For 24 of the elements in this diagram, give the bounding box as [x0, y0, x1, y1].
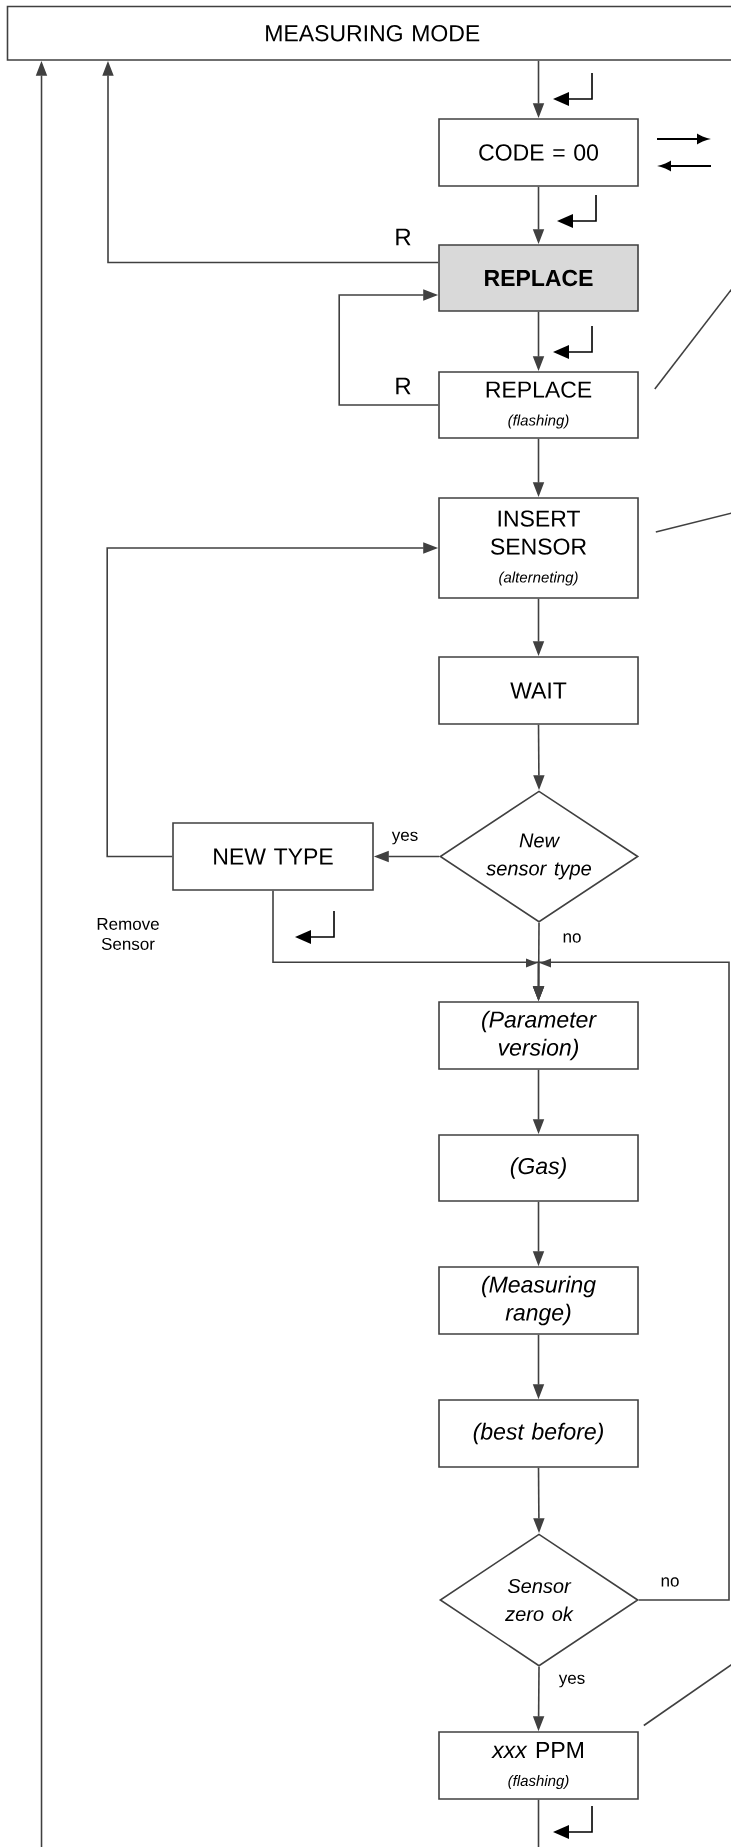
mode-bar: MEASURING MODE	[6, 5, 731, 61]
state-box: (Measuring range)	[438, 1266, 639, 1335]
state-box: (Parameter version)	[438, 1001, 639, 1070]
state-box: (best before)	[438, 1399, 639, 1468]
edge-label: no	[659, 1576, 681, 1588]
connector	[537, 1799, 540, 1847]
state-box: INSERT SENSOR (alterneting)	[438, 497, 639, 599]
leader-line	[643, 1663, 731, 1727]
edge-label: yes	[557, 1673, 587, 1689]
leader-line	[654, 288, 731, 390]
leader-line	[655, 512, 731, 533]
state-box: CODE = 00	[438, 118, 639, 187]
state-box: NEW TYPE	[172, 822, 374, 891]
state-box: REPLACE	[438, 244, 639, 312]
state-box: WAIT	[438, 656, 639, 725]
edge-label: R	[393, 376, 413, 396]
arrow	[338, 289, 439, 406]
state-box: xxx PPM (flashing)	[438, 1731, 639, 1800]
note-label: Remove Sensor	[97, 918, 159, 950]
edge-label: yes	[390, 830, 420, 846]
state-box: (Gas)	[438, 1134, 639, 1202]
edge-label: no	[561, 932, 583, 944]
edge-label: R	[393, 227, 413, 247]
state-box: REPLACE (flashing)	[438, 371, 639, 439]
